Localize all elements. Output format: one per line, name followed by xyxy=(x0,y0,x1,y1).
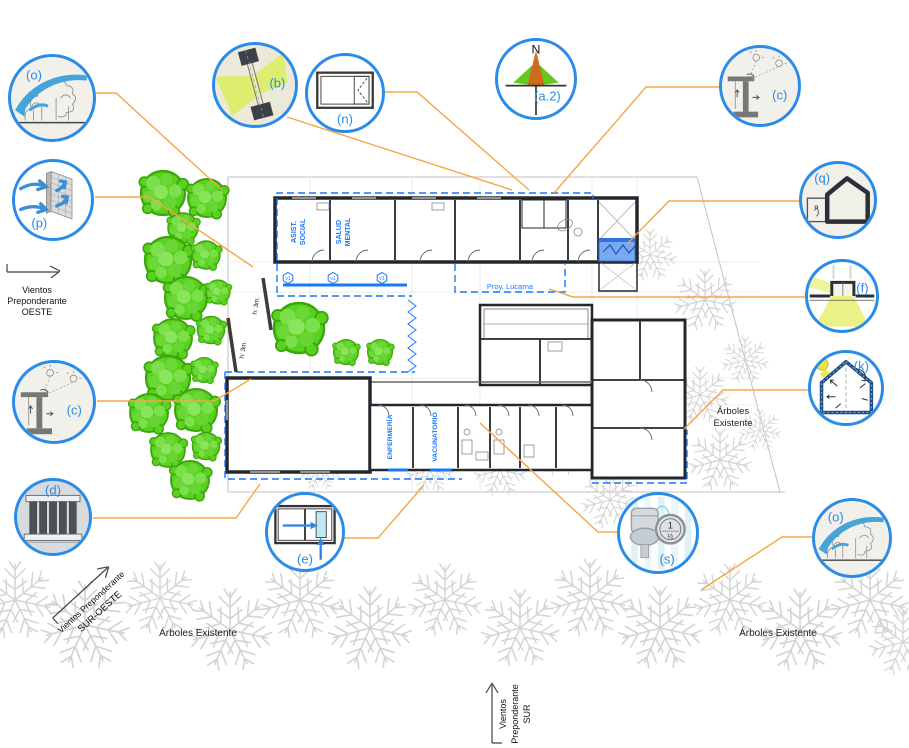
callout-label: (c) xyxy=(66,402,82,418)
callout-bubble-c-left: (c) xyxy=(12,360,96,444)
trees-label-right: Existente xyxy=(713,418,752,429)
callout-label: (q) xyxy=(814,170,831,186)
callout-bubble-n-top: (n) xyxy=(305,53,385,133)
skylight-projection-label: Proy. Lucarna xyxy=(487,282,534,291)
window-marker-v1: v1 xyxy=(379,276,385,282)
blue-annotations xyxy=(224,192,688,484)
trees-label-bottom-left: Árboles Existente xyxy=(159,626,237,639)
callout-label: (s) xyxy=(659,551,675,567)
window-marker-v1: v1 xyxy=(285,276,291,282)
callout-label: (k) xyxy=(853,358,869,374)
callout-label: (o) xyxy=(827,509,844,525)
room-labels: ASIST. SOCIAL SALUD MENTAL ENFERMERÍA VA… xyxy=(291,217,534,462)
casement-window-plan-icon xyxy=(316,71,374,109)
wind-south-label: SUR xyxy=(522,704,532,724)
eave-sun-angle-icon xyxy=(727,49,787,118)
wind-over-trees-icon xyxy=(15,74,87,124)
callout-bubble-k-right: (k) xyxy=(808,350,884,426)
callout-bubble-e-bottom: (e) xyxy=(265,492,345,572)
room-label-salud-mental: SALUD xyxy=(336,220,343,244)
room-label-asist-social: SOCIAL xyxy=(300,218,307,245)
room-label-enfermeria: ENFERMERÍA xyxy=(385,414,394,459)
entry-ramp xyxy=(598,238,636,262)
compass-north-label: N xyxy=(532,42,541,56)
fence-bars: h: 3m. h: 3m. xyxy=(226,277,273,373)
callout-label: (n) xyxy=(337,111,353,127)
wind-west-label: Preponderante xyxy=(7,296,67,306)
callout-bubble-o-top-left: (o) xyxy=(8,54,96,142)
site-boundary xyxy=(227,176,785,493)
tree-labels: Árboles Existente Árboles Existente Árbo… xyxy=(159,406,817,639)
window-markers: v1 v1 v1 xyxy=(282,271,388,285)
pitched-roof-section-icon xyxy=(806,176,870,224)
wind-west-label: OESTE xyxy=(22,307,53,317)
callout-label: (d) xyxy=(45,482,61,498)
trees-label-right: Árboles xyxy=(717,406,749,417)
wind-over-trees-icon xyxy=(818,516,884,561)
callout-label: (f) xyxy=(856,280,869,296)
callout-bubble-q-right: (q) xyxy=(799,161,877,239)
callout-bubble-b-top: (b) xyxy=(212,42,298,128)
callout-bubble-c-top-right: (c) xyxy=(719,45,801,127)
house-ventilation-sun-icon xyxy=(816,358,874,416)
gauge-value-bottom: ½ xyxy=(667,532,674,541)
callout-bubble-s-bottom: 1 ½ (s) xyxy=(617,492,699,574)
callout-label: (p) xyxy=(31,215,48,231)
vertical-louvers-icon xyxy=(23,494,83,543)
callout-bubble-a2-compass: N (a.2) xyxy=(495,38,577,120)
wind-south-label: Preponderante xyxy=(510,684,520,744)
callout-label: (b) xyxy=(269,75,286,91)
water-tank-gauge-icon: 1 ½ xyxy=(629,496,692,570)
window-sunlight-icon xyxy=(215,47,288,121)
trees-label-bottom-right: Árboles Existente xyxy=(739,626,817,639)
room-label-salud-mental: MENTAL xyxy=(345,217,352,246)
eave-sun-angle-icon xyxy=(20,364,82,435)
window-marker-v1: v1 xyxy=(330,276,336,282)
wind-west-label: Vientos xyxy=(22,285,52,295)
north-compass-icon: N xyxy=(505,42,567,116)
callout-bubble-d-left: (d) xyxy=(14,478,92,556)
height-note: h: 3m. xyxy=(252,296,262,315)
callout-bubble-o-bottom-right: (o) xyxy=(812,498,892,578)
callout-bubble-f-right: (f) xyxy=(805,259,879,333)
room-label-vacunatorio: VACUNATORIO xyxy=(432,412,439,461)
callout-label: (e) xyxy=(297,551,313,567)
perforated-wall-wind-icon xyxy=(19,170,73,220)
leader-lines xyxy=(93,86,812,591)
callout-label: (c) xyxy=(772,87,788,103)
callout-bubble-p-left: (p) xyxy=(12,159,94,241)
room-label-asist-social: ASIST. xyxy=(291,221,298,243)
wind-south-label: Vientos xyxy=(498,699,508,729)
wind-arrow-west: Vientos Preponderante OESTE xyxy=(6,264,67,317)
window-airflow-plan-icon xyxy=(274,504,336,560)
skylight-light-icon xyxy=(809,265,875,327)
callout-label: (o) xyxy=(26,67,42,83)
height-note: h: 3m. xyxy=(239,340,249,359)
building-walls xyxy=(225,196,687,480)
callout-label: (a.2) xyxy=(534,88,561,104)
wind-arrow-south: Vientos Preponderante SUR xyxy=(485,682,532,744)
gauge-value-top: 1 xyxy=(668,520,673,531)
